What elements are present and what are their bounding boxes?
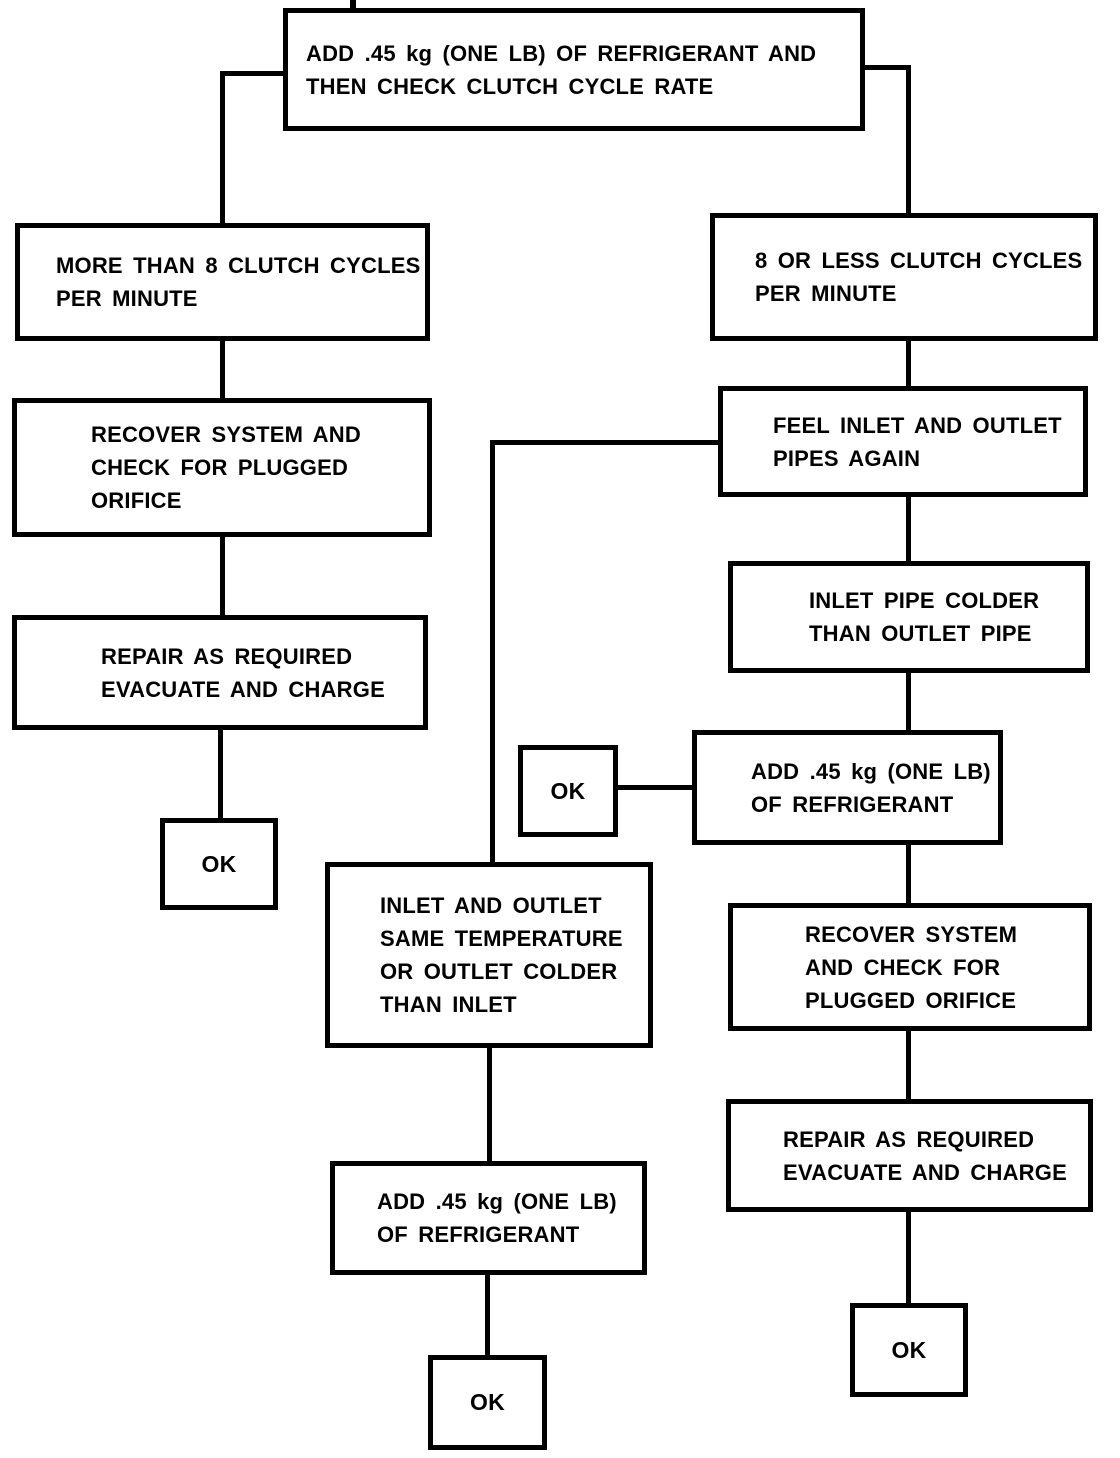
node-text-line: 8 OR LESS CLUTCH CYCLES <box>755 248 1083 273</box>
node-text-line: INLET AND OUTLET <box>380 893 602 918</box>
node-text-line: OF REFRIGERANT <box>377 1222 580 1247</box>
node-add-refrigerant-right: ADD .45 kg (ONE LB) OF REFRIGERANT <box>692 730 1003 845</box>
connector-start-left-v <box>220 71 225 223</box>
connector-start-top-stub <box>350 0 356 10</box>
connector-start-left-h <box>220 71 286 76</box>
node-repair-evacuate-charge-left: REPAIR AS REQUIRED EVACUATE AND CHARGE <box>12 615 428 730</box>
node-text-line: INLET PIPE COLDER <box>809 588 1040 613</box>
node-text-line: PER MINUTE <box>56 286 198 311</box>
node-text-line: OF REFRIGERANT <box>751 791 954 817</box>
node-text-line: ADD .45 kg (ONE LB) OF REFRIGERANT AND <box>306 40 817 66</box>
node-text-line: OR OUTLET COLDER <box>380 959 618 984</box>
node-feel-inlet-outlet-pipes: FEEL INLET AND OUTLET PIPES AGAIN <box>718 386 1088 497</box>
node-recover-system-check-orifice-left: RECOVER SYSTEM AND CHECK FOR PLUGGED ORI… <box>12 398 432 537</box>
node-ok-bottom: OK <box>428 1355 547 1450</box>
node-text-line: OK <box>470 1389 505 1415</box>
node-text-line: THEN CHECK CLUTCH CYCLE RATE <box>306 73 714 99</box>
connector-start-right-h <box>862 65 911 70</box>
connector-right-col-2 <box>906 497 911 561</box>
node-text-line: OK <box>201 850 237 877</box>
node-text-line: RECOVER SYSTEM AND <box>91 422 361 447</box>
node-text-line: PIPES AGAIN <box>773 445 921 471</box>
node-text-line: THAN OUTLET PIPE <box>809 621 1032 646</box>
node-text-line: REPAIR AS REQUIRED <box>101 643 353 669</box>
node-text-line: THAN INLET <box>380 992 517 1017</box>
node-ok-middle: OK <box>518 745 618 837</box>
connector-mid-col-1 <box>487 1048 492 1161</box>
node-ok-left: OK <box>160 818 278 910</box>
node-recover-system-check-orifice-right: RECOVER SYSTEM AND CHECK FOR PLUGGED ORI… <box>728 903 1092 1031</box>
connector-ok-to-add-h <box>618 785 692 790</box>
node-ok-right: OK <box>850 1303 968 1397</box>
node-text-line: ADD .45 kg (ONE LB) <box>751 758 991 784</box>
node-text-line: EVACUATE AND CHARGE <box>783 1159 1067 1185</box>
node-text-line: SAME TEMPERATURE <box>380 926 623 951</box>
node-inlet-pipe-colder: INLET PIPE COLDER THAN OUTLET PIPE <box>728 561 1090 673</box>
connector-left-col-3 <box>218 730 223 818</box>
connector-right-col-6 <box>906 1212 911 1303</box>
node-text-line: OK <box>891 1336 927 1363</box>
node-add-refrigerant-check-cycle-rate: ADD .45 kg (ONE LB) OF REFRIGERANT AND T… <box>283 8 865 131</box>
node-text-line: EVACUATE AND CHARGE <box>101 676 385 702</box>
connector-left-col-2 <box>220 537 225 615</box>
node-text-line: RECOVER SYSTEM <box>805 921 1018 947</box>
node-text-line: ADD .45 kg (ONE LB) <box>377 1189 617 1214</box>
node-text-line: REPAIR AS REQUIRED <box>783 1126 1035 1152</box>
connector-left-col-1 <box>220 341 225 398</box>
connector-feel-to-sametemp-h <box>490 440 718 445</box>
node-text-line: OK <box>550 777 586 804</box>
connector-right-col-4 <box>906 845 911 903</box>
connector-feel-to-sametemp-v <box>490 440 495 862</box>
connector-start-right-v <box>906 65 911 213</box>
node-text-line: CHECK FOR PLUGGED <box>91 455 349 480</box>
node-text-line: PLUGGED ORIFICE <box>805 987 1017 1013</box>
connector-mid-col-2 <box>485 1275 490 1355</box>
node-inlet-outlet-same-temperature: INLET AND OUTLET SAME TEMPERATURE OR OUT… <box>325 862 653 1048</box>
node-text-line: PER MINUTE <box>755 281 897 306</box>
node-text-line: MORE THAN 8 CLUTCH CYCLES <box>56 253 421 278</box>
connector-right-col-5 <box>906 1031 911 1099</box>
node-repair-evacuate-charge-right: REPAIR AS REQUIRED EVACUATE AND CHARGE <box>726 1099 1093 1212</box>
node-add-refrigerant-middle: ADD .45 kg (ONE LB) OF REFRIGERANT <box>330 1161 647 1275</box>
node-text-line: AND CHECK FOR <box>805 954 1001 980</box>
node-text-line: ORIFICE <box>91 488 182 513</box>
connector-right-col-3 <box>906 673 911 730</box>
node-text-line: FEEL INLET AND OUTLET <box>773 412 1062 438</box>
connector-right-col-1 <box>906 341 911 386</box>
node-8-or-less-clutch-cycles: 8 OR LESS CLUTCH CYCLES PER MINUTE <box>710 213 1098 341</box>
node-more-than-8-clutch-cycles: MORE THAN 8 CLUTCH CYCLES PER MINUTE <box>15 223 430 341</box>
